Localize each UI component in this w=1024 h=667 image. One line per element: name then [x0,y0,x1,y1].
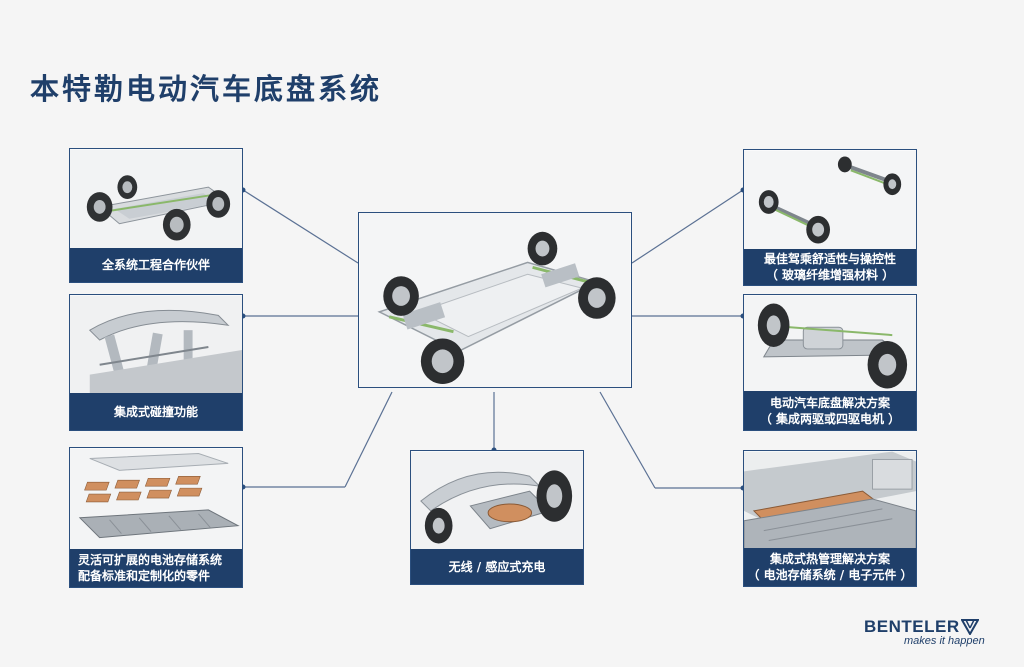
drive-axle-image [744,295,916,393]
benteler-logo: BENTELER makes it happen [864,617,994,653]
card-battery: 灵活可扩展的电池存储系统 配备标准和定制化的零件 [69,447,243,588]
card-crash: 集成式碰撞功能 [69,294,243,431]
card-thermal: 集成式热管理解决方案 （ 电池存储系统 / 电子元件 ） [743,450,917,587]
card-drive-label-2: （ 集成两驱或四驱电机 ） [759,411,901,426]
connector-thermal-diag [599,391,656,489]
page-title: 本特勒电动汽车底盘系统 [30,72,383,106]
card-wireless: 无线 / 感应式充电 [410,450,584,585]
battery-modules-image [70,448,242,551]
card-full-system-label: 全系统工程合作伙伴 [101,258,210,272]
card-thermal-label-2: （ 电池存储系统 / 电子元件 ） [747,568,913,582]
card-comfort-label-1: 最佳驾乘舒适性与操控性 [763,252,896,266]
logo-word: BENTELER [864,617,960,636]
card-wireless-label: 无线 / 感应式充电 [448,559,546,574]
connector-full-system [242,189,359,264]
benteler-triangle-logo [961,619,979,635]
crash-structure-image [70,295,242,395]
connector-battery-diag [344,391,393,488]
card-battery-label-1: 灵活可扩展的电池存储系统 [78,553,223,567]
card-drive: 电动汽车底盘解决方案 （ 集成两驱或四驱电机 ） [743,294,917,431]
card-comfort: 最佳驾乘舒适性与操控性 （ 玻璃纤维增强材料 ） [743,149,917,286]
connector-comfort [631,189,744,264]
logo-tagline: makes it happen [904,635,985,647]
card-crash-label: 集成式碰撞功能 [113,404,198,419]
ev-platform-image [359,213,631,387]
card-battery-label-2: 配备标准和定制化的零件 [78,569,211,583]
card-comfort-label-2: （ 玻璃纤维增强材料 ） [765,268,895,282]
rolling-chassis-image [70,149,242,250]
axles-image [744,150,916,251]
inductive-charging-image [411,451,583,551]
center-platform [358,212,632,388]
thermal-battery-image [744,451,916,550]
card-full-system: 全系统工程合作伙伴 [69,148,243,283]
card-thermal-label-1: 集成式热管理解决方案 [769,552,890,566]
card-drive-label-1: 电动汽车底盘解决方案 [769,395,890,410]
